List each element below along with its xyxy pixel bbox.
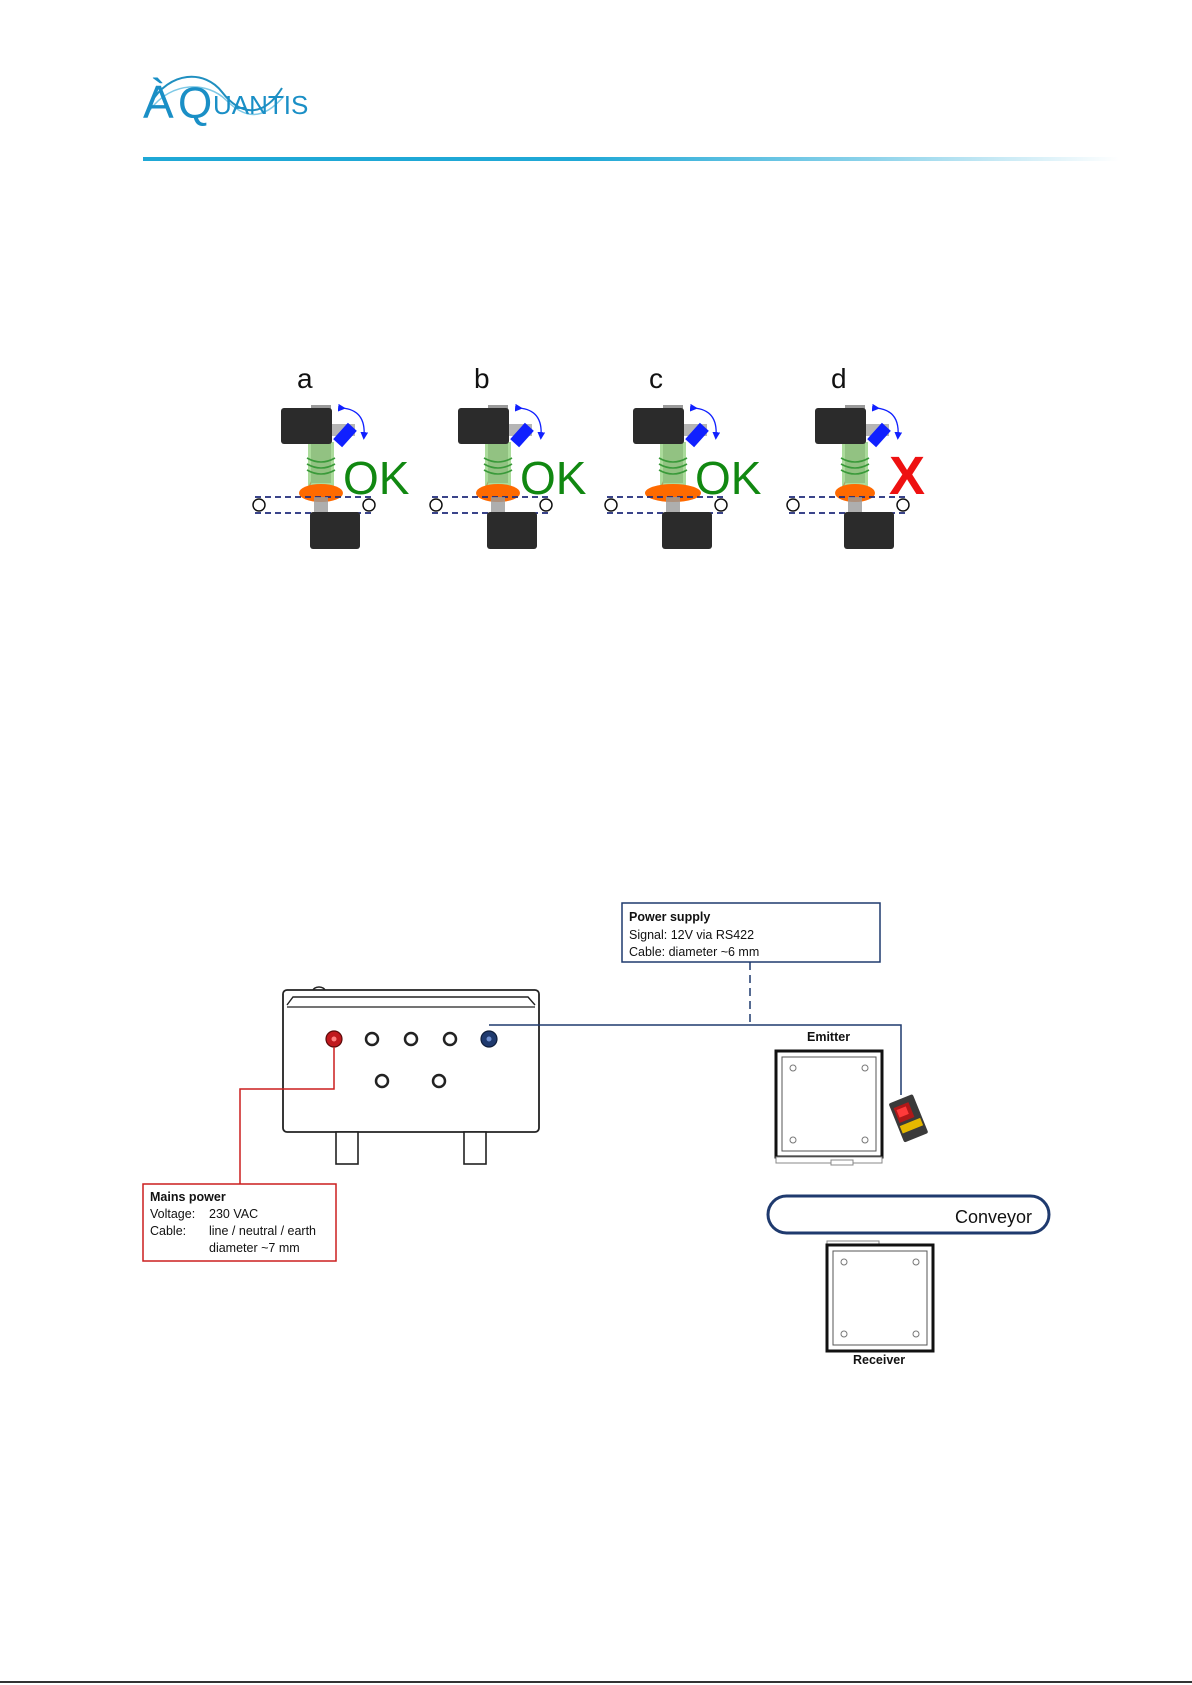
receiver-label: Receiver (853, 1353, 905, 1367)
top-detector (281, 408, 332, 444)
scenario-label: a (297, 363, 313, 394)
top-detector (458, 408, 509, 444)
bottom-detector (662, 512, 712, 549)
header: À Q UANTIS (0, 0, 1192, 170)
power-supply-signal: Signal: 12V via RS422 (629, 928, 754, 942)
conveyor: Conveyor (768, 1196, 1049, 1233)
power-supply-title: Power supply (629, 910, 710, 924)
aquantis-logo: À Q UANTIS (0, 0, 1192, 170)
result-fail-icon: X (889, 446, 925, 506)
scenario-b: bOK (430, 363, 587, 549)
logo-rest: UANTIS (213, 90, 308, 120)
scenario-label: b (474, 363, 490, 394)
bottom-detector (487, 512, 537, 549)
installation-diagram: Power supply Signal: 12V via RS422 Cable… (0, 890, 1192, 1390)
header-rule (143, 157, 1119, 161)
result-ok: OK (343, 452, 410, 504)
mains-cable-label: Cable: (150, 1224, 186, 1238)
result-ok: OK (695, 452, 762, 504)
mains-power-title: Mains power (150, 1190, 226, 1204)
emitter-label: Emitter (807, 1030, 850, 1044)
page-bottom-rule (0, 1681, 1192, 1683)
bottom-detector (844, 512, 894, 549)
logo-a: À (143, 76, 174, 128)
scenario-a: aOK (253, 363, 410, 549)
mains-power-callout: Mains power Voltage: 230 VAC Cable: line… (143, 1184, 336, 1261)
mains-voltage-value: 230 VAC (209, 1207, 258, 1221)
control-cabinet (283, 987, 539, 1164)
result-ok: OK (520, 452, 587, 504)
conveyor-label: Conveyor (955, 1207, 1032, 1227)
bottom-detector (310, 512, 360, 549)
top-detector (815, 408, 866, 444)
laser-sensor-icon (889, 1094, 929, 1143)
scenario-label: c (649, 363, 663, 394)
scenario-label: d (831, 363, 847, 394)
power-supply-cable: Cable: diameter ~6 mm (629, 945, 759, 959)
scenario-d: dX (787, 363, 925, 549)
scenario-c: cOK (605, 363, 762, 549)
mains-cable-value-2: diameter ~7 mm (209, 1241, 300, 1255)
mains-voltage-label: Voltage: (150, 1207, 195, 1221)
top-detector (633, 408, 684, 444)
power-supply-callout: Power supply Signal: 12V via RS422 Cable… (622, 903, 880, 1024)
emitter: Emitter (776, 1030, 882, 1165)
mains-cable-value-1: line / neutral / earth (209, 1224, 316, 1238)
logo-q: Q (178, 79, 212, 128)
receiver: Receiver (827, 1241, 933, 1367)
